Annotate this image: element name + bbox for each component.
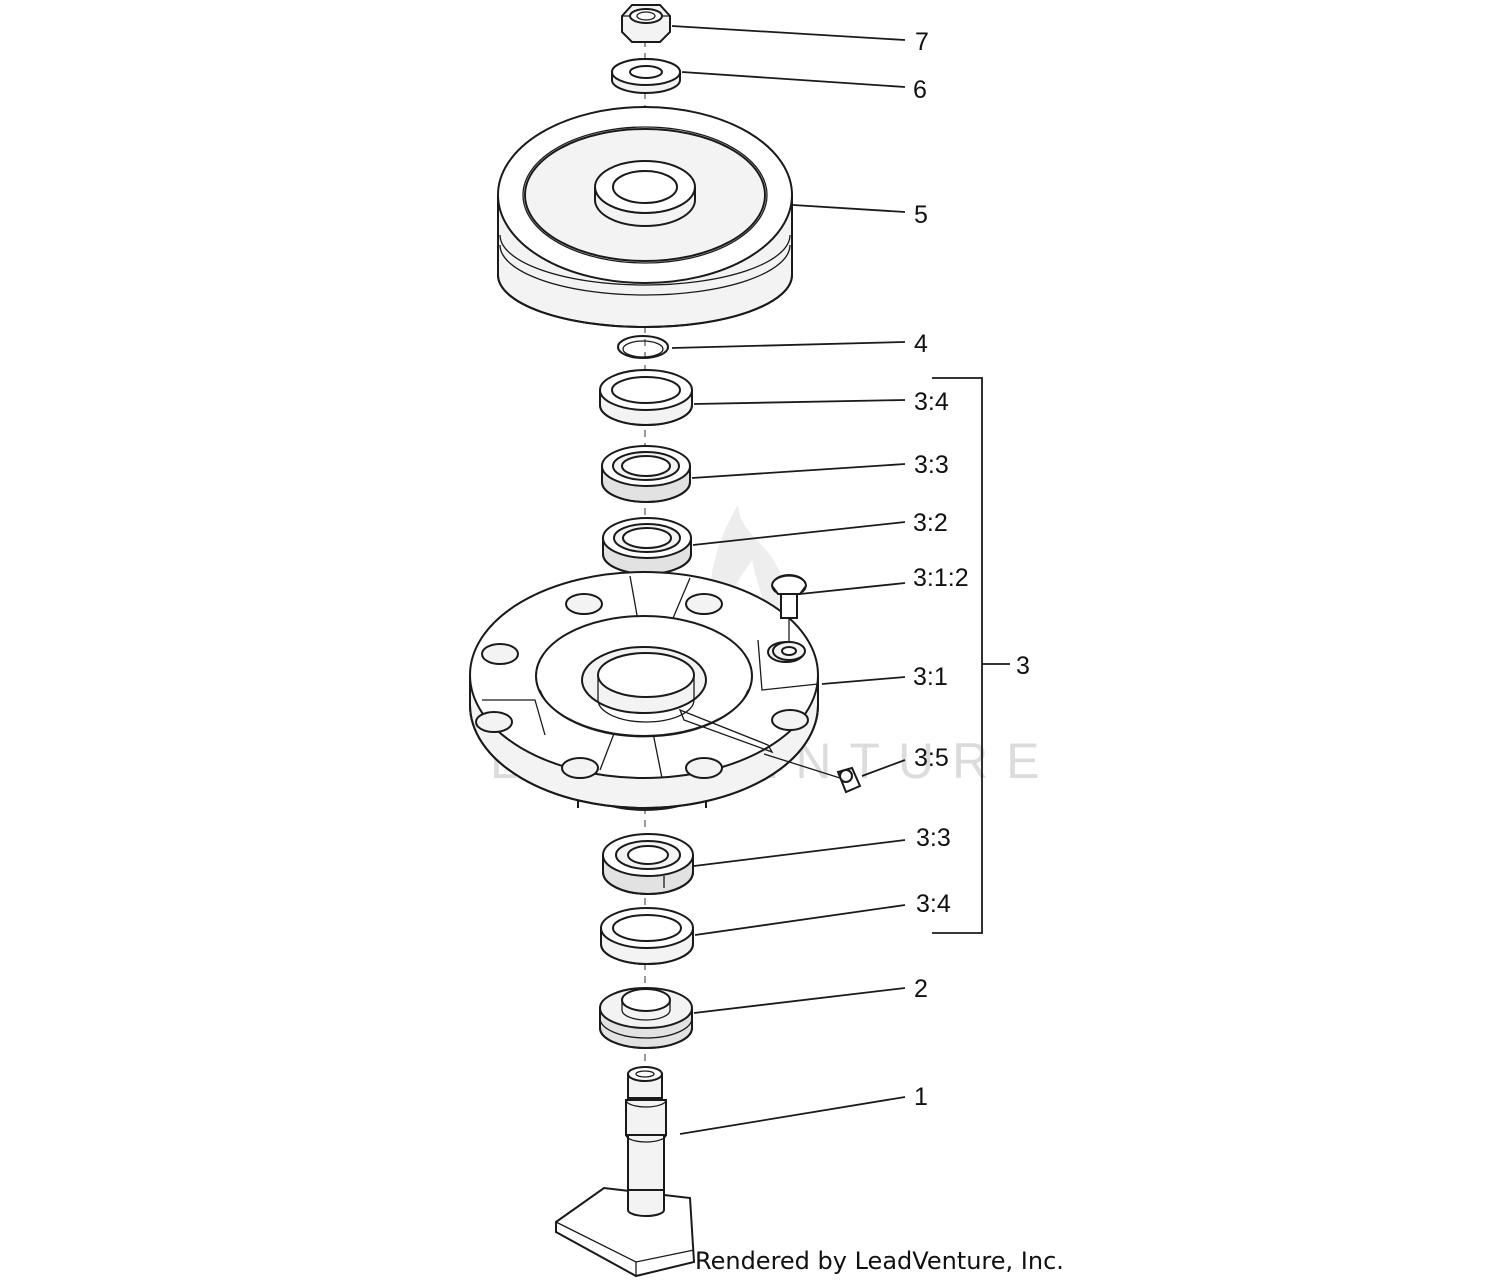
callout-1: 1 bbox=[914, 1083, 928, 1111]
seal-top-part bbox=[599, 369, 693, 426]
leader-5 bbox=[792, 204, 906, 213]
leader-4 bbox=[671, 341, 906, 349]
callout-3-1-2: 3:1:2 bbox=[913, 564, 969, 592]
callout-3-2: 3:2 bbox=[913, 509, 948, 537]
callout-3-4-bottom: 3:4 bbox=[916, 890, 951, 918]
callout-3-3-bottom: 3:3 bbox=[916, 824, 951, 852]
callout-3-3-top: 3:3 bbox=[914, 451, 949, 479]
assembly-3-bracket bbox=[932, 377, 983, 934]
leader-1 bbox=[679, 1096, 906, 1135]
spacer-part bbox=[599, 987, 693, 1049]
retaining-ring-part bbox=[617, 335, 669, 359]
callout-3-5: 3:5 bbox=[914, 744, 949, 772]
callout-3-4-top: 3:4 bbox=[914, 388, 949, 416]
leader-lines bbox=[671, 25, 1010, 1135]
lock-nut-part bbox=[621, 4, 671, 43]
leader-2 bbox=[693, 987, 906, 1014]
callout-7: 7 bbox=[915, 28, 929, 56]
leader-3-3-top bbox=[691, 463, 906, 479]
leader-3-4-top bbox=[693, 399, 906, 405]
callout-2: 2 bbox=[914, 975, 928, 1003]
seal-bottom-part bbox=[600, 907, 694, 965]
leader-3-5 bbox=[861, 759, 906, 777]
leader-3-1-2 bbox=[799, 582, 906, 595]
spindle-shaft-part bbox=[555, 1066, 696, 1278]
leader-3-2 bbox=[692, 521, 906, 546]
leader-3-3-bottom bbox=[693, 839, 906, 867]
callout-6: 6 bbox=[913, 76, 927, 104]
bearing-bottom-part bbox=[602, 833, 694, 895]
callout-3-1: 3:1 bbox=[913, 663, 948, 691]
spindle-housing-part bbox=[469, 571, 819, 811]
leader-3-1 bbox=[821, 676, 906, 685]
callout-labels: 7 6 5 4 3:4 3:3 3:2 3:1:2 3:1 3:5 3:3 3:… bbox=[913, 28, 1030, 1111]
callout-3: 3 bbox=[1016, 652, 1030, 680]
render-credit: Rendered by LeadVenture, Inc. bbox=[695, 1247, 1064, 1275]
bearing-top-part bbox=[601, 445, 691, 503]
washer-part bbox=[611, 58, 681, 94]
grease-fitting-part bbox=[763, 753, 862, 794]
pulley-part bbox=[497, 106, 793, 328]
leader-6 bbox=[681, 71, 906, 88]
leader-3-4-bottom bbox=[694, 904, 906, 936]
callout-5: 5 bbox=[914, 201, 928, 229]
bearing-middle-part bbox=[602, 517, 692, 575]
leader-7 bbox=[671, 25, 906, 41]
carriage-bolt-part bbox=[770, 574, 808, 661]
callout-4: 4 bbox=[914, 330, 928, 358]
